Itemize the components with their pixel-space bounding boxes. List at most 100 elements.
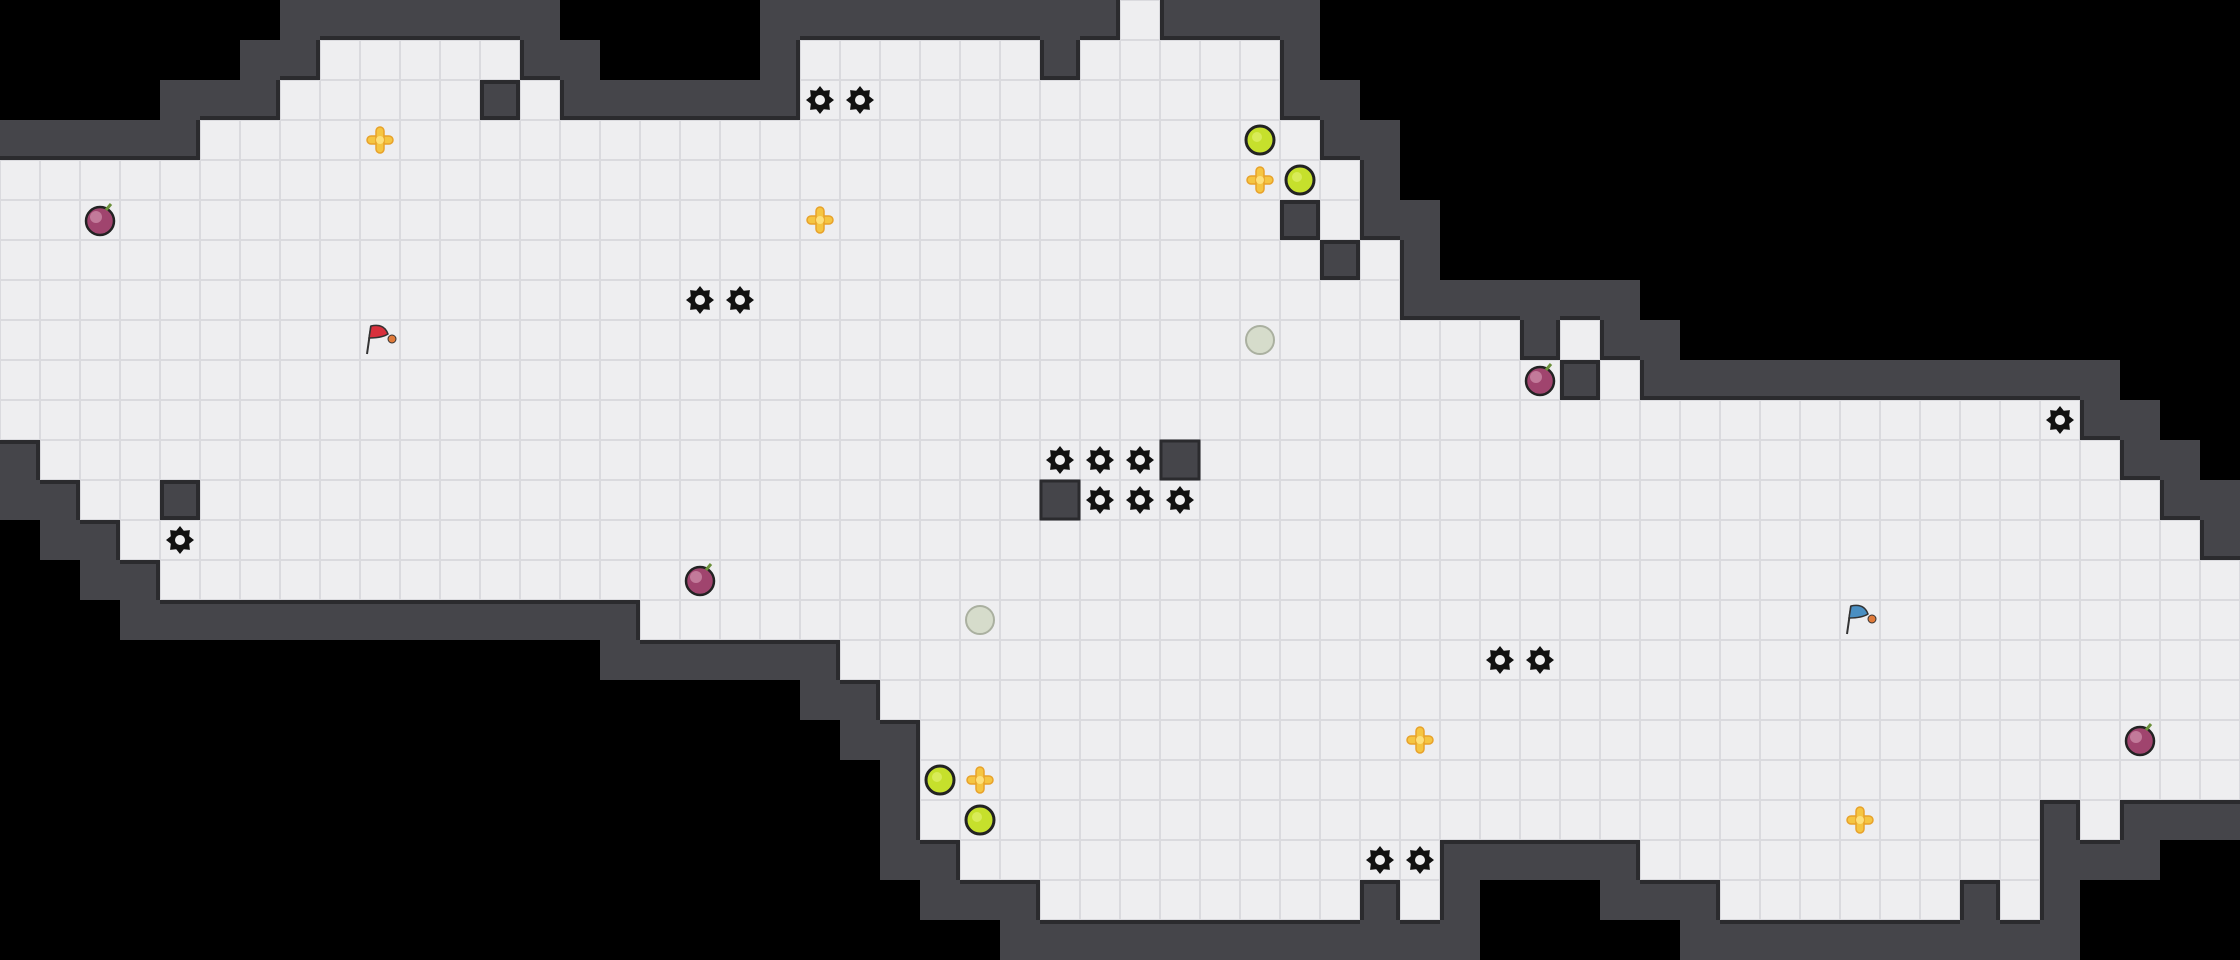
floor-tile — [1320, 600, 1360, 640]
grid-cell — [880, 160, 920, 200]
grid-cell — [1400, 720, 1440, 760]
wall-tile — [40, 520, 80, 560]
grid-cell — [400, 40, 440, 80]
grid-cell — [320, 480, 360, 520]
floor-tile — [960, 560, 1000, 600]
grid-cell — [1040, 80, 1080, 120]
floor-tile — [1040, 800, 1080, 840]
floor-tile — [960, 440, 1000, 480]
wall-tile — [1960, 880, 2000, 920]
grid-cell — [960, 720, 1000, 760]
floor-tile — [360, 480, 400, 520]
floor-tile — [2200, 680, 2240, 720]
grid-cell — [960, 640, 1000, 680]
grid-cell — [2080, 480, 2120, 520]
floor-tile — [320, 320, 360, 360]
grid-cell — [960, 680, 1000, 720]
floor-tile — [560, 280, 600, 320]
floor-tile — [2120, 760, 2160, 800]
floor-tile — [80, 280, 120, 320]
grid-cell — [200, 560, 240, 600]
floor-tile — [960, 40, 1000, 80]
floor-tile — [760, 560, 800, 600]
grid-cell — [0, 200, 40, 240]
grid-cell — [1640, 520, 1680, 560]
grid-cell — [1720, 440, 1760, 480]
grid-cell — [1520, 480, 1560, 520]
grid-cell — [200, 480, 240, 520]
player-blue-flag-icon[interactable] — [1846, 604, 1877, 635]
grid-cell — [1720, 720, 1760, 760]
floor-tile — [1680, 480, 1720, 520]
floor-tile — [960, 320, 1000, 360]
floor-tile — [1440, 600, 1480, 640]
grid-cell — [1800, 760, 1840, 800]
grid-cell — [1240, 200, 1280, 240]
floor-tile — [1080, 240, 1120, 280]
grid-cell — [1480, 640, 1520, 680]
floor-tile — [1880, 880, 1920, 920]
bomb-icon — [1524, 363, 1556, 397]
grid-cell — [760, 200, 800, 240]
grid-cell — [1320, 600, 1360, 640]
grid-cell — [120, 240, 160, 280]
grid-cell — [680, 400, 720, 440]
floor-tile — [2080, 480, 2120, 520]
grid-cell — [1560, 560, 1600, 600]
grid-cell — [1520, 760, 1560, 800]
grid-cell — [1480, 520, 1520, 560]
grid-cell — [1280, 640, 1320, 680]
grid-cell — [80, 320, 120, 360]
floor-tile — [1280, 520, 1320, 560]
grid-cell — [880, 440, 920, 480]
wall-tile — [1840, 360, 1880, 400]
grid-cell — [1280, 120, 1320, 160]
grid-cell — [920, 320, 960, 360]
coin-icon — [964, 804, 996, 836]
grid-cell — [200, 280, 240, 320]
grid-cell — [920, 120, 960, 160]
grid-cell — [1040, 840, 1080, 880]
floor-tile — [1680, 680, 1720, 720]
floor-tile — [2040, 440, 2080, 480]
floor-tile — [1040, 360, 1080, 400]
floor-tile — [600, 520, 640, 560]
spike-icon — [1086, 486, 1114, 514]
grid-cell — [600, 200, 640, 240]
grid-cell — [1840, 600, 1880, 640]
floor-tile — [1880, 560, 1920, 600]
grid-cell — [1280, 720, 1320, 760]
floor-tile — [1480, 440, 1520, 480]
grid-cell — [1800, 600, 1840, 640]
grid-cell — [80, 400, 120, 440]
grid-cell — [1960, 680, 2000, 720]
grid-cell — [840, 40, 880, 80]
floor-tile — [760, 480, 800, 520]
floor-tile — [1320, 560, 1360, 600]
floor-tile — [360, 160, 400, 200]
grid-cell — [1480, 680, 1520, 720]
grid-cell — [1800, 800, 1840, 840]
floor-tile — [1760, 400, 1800, 440]
floor-tile — [720, 400, 760, 440]
grid-cell — [480, 320, 520, 360]
floor-tile — [1920, 880, 1960, 920]
player-red-flag-icon[interactable] — [366, 324, 397, 355]
floor-tile — [1720, 760, 1760, 800]
grid-cell — [400, 480, 440, 520]
grid-cell — [360, 360, 400, 400]
floor-tile — [480, 480, 520, 520]
grid-cell — [160, 280, 200, 320]
floor-tile — [1600, 480, 1640, 520]
floor-tile — [1440, 800, 1480, 840]
wall-tile — [1400, 920, 1440, 960]
floor-tile — [480, 120, 520, 160]
floor-tile — [1480, 520, 1520, 560]
grid-cell — [1640, 600, 1680, 640]
floor-tile — [800, 120, 840, 160]
grid-cell — [160, 360, 200, 400]
grid-cell — [920, 520, 960, 560]
floor-tile — [520, 200, 560, 240]
wall-tile — [2080, 400, 2120, 440]
